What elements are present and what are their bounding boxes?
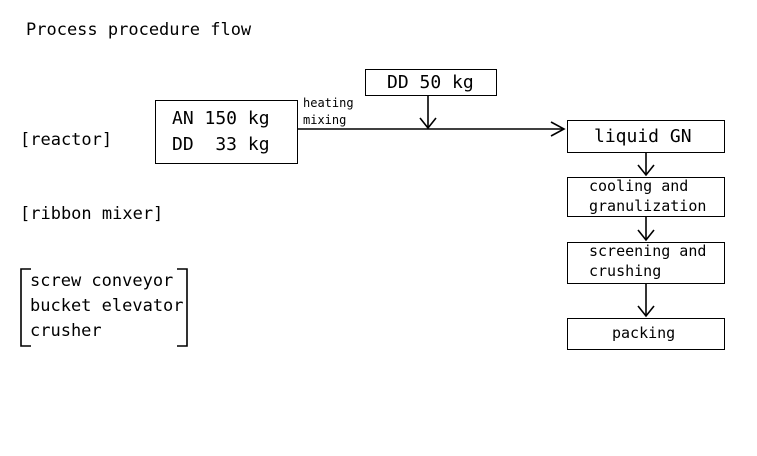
heating-label: heating (303, 96, 354, 110)
equipment-right-bracket (177, 268, 188, 347)
dd-addition-box (365, 69, 497, 96)
packing-box (567, 318, 725, 350)
cooling-label: cooling and (589, 177, 689, 195)
granulization-label: granulization (589, 197, 707, 215)
equipment-bucket-elevator-label: bucket elevator (30, 296, 184, 316)
screening-crushing-box (567, 242, 725, 284)
dd-addition-label: DD 50 kg (387, 72, 474, 93)
dd-amount-label: DD 33 kg (172, 134, 270, 155)
mixing-label: mixing (303, 113, 347, 127)
equipment-ribbon-mixer-label: [ribbon mixer] (20, 204, 164, 224)
equipment-screw-conveyor-label: screw conveyor (30, 271, 174, 291)
an-amount-label: AN 150 kg (172, 108, 270, 129)
liquid-gn-box (567, 120, 725, 153)
raw-materials-box (155, 100, 298, 164)
dd-addition-arrowhead (419, 117, 437, 130)
diagram-title: Process procedure flow (26, 20, 252, 40)
cooling-granulization-box (567, 177, 725, 217)
equipment-left-bracket (20, 268, 31, 347)
packing-label: packing (612, 324, 676, 342)
step1-arrowhead (637, 164, 655, 177)
liquid-gn-label: liquid GN (594, 126, 692, 147)
equipment-reactor-label: [reactor] (20, 130, 113, 150)
step2-arrowhead (637, 229, 655, 242)
equipment-crusher-label: crusher (30, 321, 102, 341)
screening-label: screening and (589, 242, 707, 260)
crushing-label: crushing (589, 262, 662, 280)
main-flow-arrowhead (550, 121, 566, 137)
step3-arrowhead (637, 305, 655, 318)
